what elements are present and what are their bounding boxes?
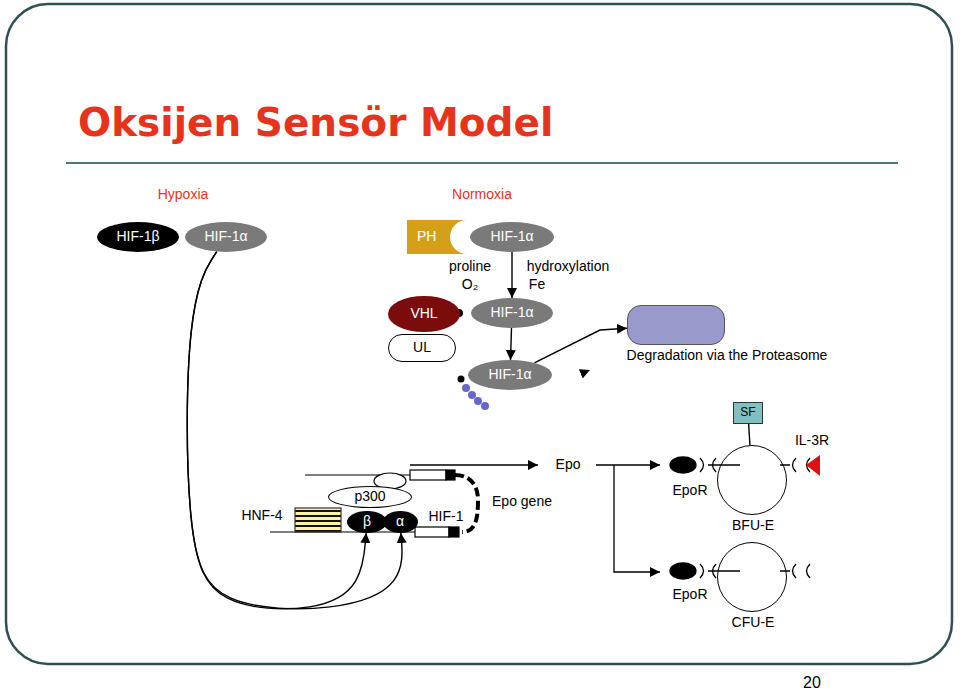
cofactor-label: O₂ (462, 277, 478, 292)
node-text: HIF-1β (116, 229, 159, 244)
node-text: VHL (410, 306, 437, 321)
node-text: PH (417, 229, 436, 244)
node-text: BFU-E (732, 518, 774, 533)
process-label: hydroxylation (527, 259, 610, 274)
protein-ellipse: HIF-1α (468, 360, 552, 390)
hydroxylase-outline (407, 220, 467, 254)
product-label: Epo (556, 457, 581, 472)
node-text: α (396, 514, 404, 529)
node-text: p300 (354, 489, 385, 504)
connector (510, 328, 511, 360)
progenitor-cell: CFU-E (717, 542, 787, 612)
node-text: CFU-E (732, 615, 775, 630)
receptor-label: EpoR (672, 587, 707, 602)
subunit-ellipse: α (383, 511, 418, 533)
gene-label: Epo gene (492, 494, 552, 509)
slide-title: Oksijen Sensör Model (78, 100, 553, 145)
connector (749, 424, 750, 445)
factor-box: SF (733, 402, 763, 424)
ubiquitin-ligase-box: UL (388, 334, 456, 362)
process-label: proline (449, 259, 491, 274)
complex-label: HIF-1 (429, 509, 464, 524)
receptor-label: EpoR (672, 483, 707, 498)
node-text: HIF-1α (204, 229, 247, 244)
vhl-ellipse: VHL (388, 296, 460, 332)
node-text: Degradation via the Proteasome (627, 348, 828, 363)
protein-ellipse: HIF-1α (185, 222, 267, 252)
proteasome-box: Degradation via the Proteasome (627, 305, 725, 345)
protein-ellipse: HIF-1α (471, 298, 553, 328)
node-text: HIF-1α (488, 367, 531, 382)
state-heading: Normoxia (452, 187, 512, 202)
protein-ellipse: HIF-1α (470, 222, 554, 252)
connector (511, 252, 512, 298)
progenitor-cell: BFU-E (717, 445, 787, 515)
subunit-ellipse: β (347, 511, 387, 533)
receptor-label: IL-3R (795, 433, 829, 448)
cofactor-label: Fe (529, 277, 545, 292)
epo-gene (270, 470, 478, 537)
connector (534, 328, 627, 363)
title-rule (66, 162, 898, 164)
page-number: 20 (803, 674, 821, 692)
node-text: β (363, 514, 371, 529)
receptors (670, 455, 820, 579)
epo-arrows (410, 370, 660, 572)
node-text: HIF-1α (490, 305, 533, 320)
hydroxylase-shape: PH (407, 220, 467, 254)
factor-label: HNF-4 (241, 508, 282, 523)
coactivator-ellipse: p300 (328, 486, 412, 508)
state-heading: Hypoxia (158, 187, 209, 202)
slide-frame (6, 4, 952, 664)
protein-ellipse: HIF-1β (97, 222, 179, 252)
node-text: SF (740, 406, 755, 419)
node-text: UL (413, 340, 431, 355)
node-text: HIF-1α (490, 229, 533, 244)
connector (187, 252, 402, 609)
connector (187, 252, 366, 609)
